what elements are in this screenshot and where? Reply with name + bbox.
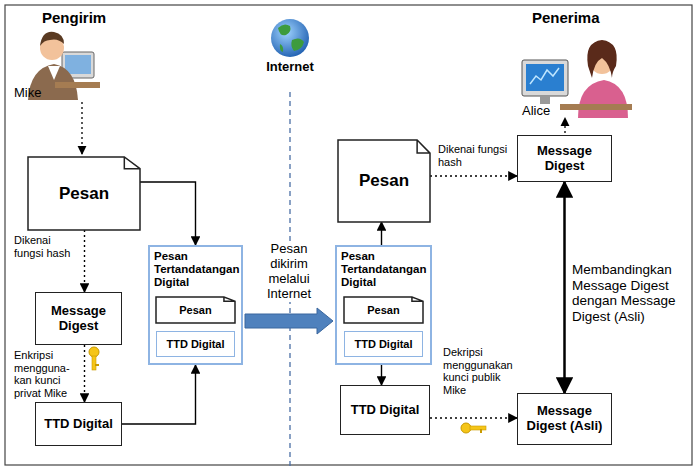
signed-message-box: Pesan Tertandatangan DigitalPesanTTD Dig… (148, 245, 243, 365)
person-label: Alice (522, 104, 562, 119)
box-text: Message Digest (Asli) (518, 404, 611, 434)
person-label: Pengirim (42, 9, 132, 26)
box-text: Message Digest (518, 144, 611, 174)
process-box: TTD Digital (35, 402, 122, 446)
transmit-arrow (245, 308, 333, 334)
person-label: Mike (14, 86, 64, 101)
connector-arrow (381, 222, 382, 245)
signed-message-box: Pesan Tertandatangan DigitalPesanTTD Dig… (335, 245, 432, 365)
connector-arrow (563, 182, 566, 393)
document-shape: Pesan (156, 297, 235, 323)
box-text: Message Digest (36, 304, 121, 334)
box-text: TTD Digital (40, 417, 117, 432)
process-box: TTD Digital (340, 385, 430, 435)
box-title: Pesan Tertandatangan Digital (150, 247, 241, 293)
box-text: TTD Digital (347, 403, 424, 418)
process-arrow (84, 230, 85, 292)
public-key-icon (461, 423, 486, 433)
receiver-figure (522, 40, 632, 118)
process-box: Message Digest (517, 135, 612, 182)
frame (5, 5, 692, 465)
box-text: Pesan (55, 184, 113, 204)
edge-label: Dikenai fungsi hash (438, 143, 512, 168)
sender-arrow (81, 102, 82, 154)
globe-icon (271, 19, 309, 57)
document-shape: Pesan (28, 157, 140, 230)
box-text: Pesan (175, 304, 215, 317)
connector-arrow (122, 365, 196, 424)
box-text: TTD Digital (162, 338, 228, 351)
box-text: Pesan (363, 304, 403, 317)
edge-label: Membandingkan Message Digest dengan Mess… (572, 262, 688, 324)
edge-label: Dekripsi menggunakan kunci publik Mike (443, 346, 515, 397)
process-box: TTD Digital (156, 331, 235, 357)
process-box: Message Digest (35, 292, 122, 345)
edge-label: Enkripsi mengguna-kan kunci privat Mike (14, 349, 80, 400)
box-title: Pesan Tertandatangan Digital (337, 247, 430, 293)
connector-arrow (381, 365, 382, 385)
private-key-icon (89, 347, 99, 370)
box-text: TTD Digital (350, 338, 416, 351)
edge-label: Dikenai fungsi hash (14, 234, 78, 259)
receiver-arrow (564, 118, 565, 133)
process-box: Message Digest (Asli) (517, 393, 612, 445)
document-shape: Pesan (338, 140, 430, 222)
process-arrow (430, 175, 517, 176)
connector-arrow (140, 182, 196, 245)
edge-label: Pesan dikirim melalui Internet (259, 242, 319, 302)
document-shape: Pesan (344, 297, 423, 323)
box-text: Pesan (355, 171, 413, 191)
process-box: TTD Digital (344, 331, 423, 357)
process-arrow (84, 345, 85, 402)
network-label: Internet (258, 60, 322, 75)
process-arrow (430, 417, 517, 418)
person-label: Penerima (532, 9, 622, 26)
